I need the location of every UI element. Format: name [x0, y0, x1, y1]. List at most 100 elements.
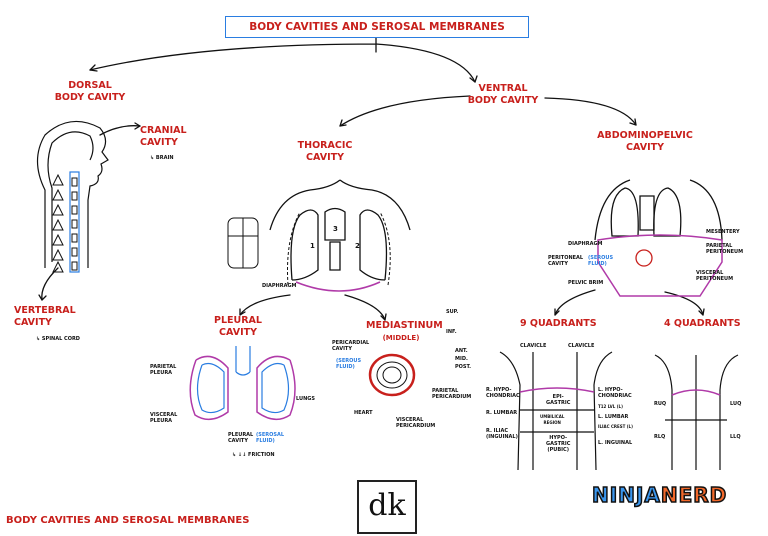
thoracic-num2: 2	[355, 242, 360, 250]
rlq-label: RLQ	[654, 434, 666, 440]
r-iliac: R. ILIAC (INGUINAL)	[486, 428, 518, 440]
pleural-line1: PLEURAL	[214, 315, 262, 326]
heart-label: HEART	[354, 410, 373, 416]
epigastric-line2: GASTRIC	[546, 400, 571, 406]
mesentery-label: MESENTERY	[706, 229, 740, 235]
dk-logo: dk	[357, 480, 417, 534]
visceral-pleura-line1: VISCERAL	[150, 412, 178, 418]
luq-label: LUQ	[730, 401, 742, 407]
quadrants9-heading: 9 QUADRANTS	[520, 318, 597, 329]
ninja-text: NINJA	[591, 482, 661, 508]
ninja-nerd-logo: NINJANERD	[591, 482, 728, 508]
parietal-pleura-line1: PARIETAL	[150, 364, 177, 370]
ventral-heading-line1: VENTRAL	[478, 83, 528, 94]
dorsal-heading: DORSAL BODY CAVITY	[40, 80, 140, 104]
r-iliac-line1: R. ILIAC	[486, 428, 509, 434]
parietal-peritoneum-line2: PERITONEUM	[706, 249, 744, 255]
pleural-line2: CAVITY	[219, 327, 257, 338]
pleural-fluid-line2: FLUID)	[256, 438, 275, 444]
mediastinum-post: POST.	[455, 364, 472, 370]
parietal-pericardium: PARIETAL PERICARDIUM	[432, 388, 471, 400]
parietal-peritoneum: PARIETAL PERITONEUM	[706, 243, 743, 255]
mediastinum-line1: MEDIASTINUM	[366, 320, 443, 331]
dorsal-heading-line1: DORSAL	[68, 80, 112, 91]
quadrants4-heading: 4 QUADRANTS	[664, 318, 741, 329]
pleural-fluid-label: (SEROSAL FLUID)	[256, 432, 284, 444]
visceral-pleura-line2: PLEURA	[150, 418, 173, 424]
r-hypo-line1: R. HYPO-	[486, 387, 512, 393]
pleural-fluid-line1: (SEROSAL	[256, 432, 285, 438]
hypogastric-line2: GASTRIC	[546, 441, 571, 447]
mediastinum-sup: SUP.	[446, 309, 459, 315]
l-hypo-line1: L. HYPO-	[598, 387, 623, 393]
cranial-sub: ↳ BRAIN	[150, 155, 174, 161]
cranial-line1: CRANIAL	[140, 125, 187, 136]
peritoneal-fluid: (SEROUS FLUID)	[588, 255, 613, 267]
r-hypochondriac: R. HYPO- CHONDRIAC	[486, 387, 520, 399]
mediastinum-heading: MEDIASTINUM (MIDDLE)	[366, 320, 443, 344]
r-lumbar: R. LUMBAR	[486, 410, 518, 416]
pleural-cavity-label: PLEURAL CAVITY	[228, 432, 253, 444]
clavicle-left: CLAVICLE	[520, 343, 547, 349]
abdominopelvic-heading: ABDOMINOPELVIC CAVITY	[595, 130, 695, 154]
hypogastric: HYPO- GASTRIC (PUBIC)	[546, 435, 570, 453]
lungs-label: LUNGS	[296, 396, 315, 402]
vertebral-sub: ↳ SPINAL CORD	[36, 336, 80, 342]
clavicle-right: CLAVICLE	[568, 343, 595, 349]
epigastric-line1: EPI-	[552, 394, 564, 400]
parietal-peritoneum-line1: PARIETAL	[706, 243, 733, 249]
pericardial-fluid-line1: (SEROUS	[336, 358, 362, 364]
parietal-pericardium-line1: PARIETAL	[432, 388, 459, 394]
l-hypo-line2: CHONDRIAC	[598, 393, 632, 399]
pleural-cavity-line2: CAVITY	[228, 438, 248, 444]
thoracic-line2: CAVITY	[306, 152, 344, 163]
pericardial-fluid-line2: FLUID)	[336, 364, 355, 370]
parietal-pleura-line2: PLEURA	[150, 370, 173, 376]
peritoneal-fluid-line1: (SEROUS	[588, 255, 614, 261]
vertebral-line1: VERTEBRAL	[14, 305, 76, 316]
l-lumbar: L. LUMBAR	[598, 414, 629, 420]
thoracic-num3: 3	[333, 225, 338, 233]
abdominopelvic-line1: ABDOMINOPELVIC	[597, 130, 693, 141]
hypogastric-line3: (PUBIC)	[547, 447, 569, 453]
dorsal-heading-line2: BODY CAVITY	[54, 92, 126, 103]
mediastinum-sub: (MIDDLE)	[382, 334, 420, 342]
thoracic-line1: THORACIC	[297, 140, 353, 151]
visceral-pericardium: VISCERAL PERICARDIUM	[396, 417, 435, 429]
parietal-pericardium-line2: PERICARDIUM	[432, 394, 472, 400]
visceral-peritoneum-line2: PERITONEUM	[696, 276, 734, 282]
mediastinum-ant: ANT.	[455, 348, 468, 354]
umbilical-line1: UMBILICAL	[540, 414, 565, 419]
pericardial-fluid-label: (SEROUS FLUID)	[336, 358, 361, 370]
r-hypo-line2: CHONDRIAC	[486, 393, 520, 399]
peritoneal-fluid-line2: FLUID)	[588, 261, 607, 267]
cranial-heading: CRANIAL CAVITY	[140, 125, 187, 149]
hypogastric-line1: HYPO-	[549, 435, 568, 441]
epigastric: EPI- GASTRIC	[546, 394, 570, 406]
vertebral-heading: VERTEBRAL CAVITY	[14, 305, 76, 329]
t12-label: T12 LVL (L)	[598, 404, 623, 409]
ventral-heading: VENTRAL BODY CAVITY	[448, 83, 558, 107]
cranial-line2: CAVITY	[140, 137, 178, 148]
pleural-cavity-line1: PLEURAL	[228, 432, 254, 438]
r-iliac-line2: (INGUINAL)	[486, 434, 518, 440]
peritoneal-line2: CAVITY	[548, 261, 568, 267]
peritoneal-line1: PERITONEAL	[548, 255, 584, 261]
pleural-heading: PLEURAL CAVITY	[208, 315, 268, 339]
thoracic-diaphragm: DIAPHRAGM	[262, 283, 297, 289]
abdominopelvic-line2: CAVITY	[626, 142, 664, 153]
nerd-text: NERD	[660, 482, 728, 508]
parietal-pleura: PARIETAL PLEURA	[150, 364, 176, 376]
umbilical: UMBILICAL REGION	[540, 414, 564, 426]
abd-diaphragm-label: DIAPHRAGM	[568, 241, 603, 247]
footer-title: BODY CAVITIES AND SEROSAL MEMBRANES	[6, 515, 250, 526]
l-hypochondriac: L. HYPO- CHONDRIAC	[598, 387, 632, 399]
pelvic-brim-label: PELVIC BRIM	[568, 280, 604, 286]
visceral-pericardium-line1: VISCERAL	[396, 417, 424, 423]
pericardial-line2: CAVITY	[332, 346, 352, 352]
pericardial-cavity-label: PERICARDIAL CAVITY	[332, 340, 369, 352]
ruq-label: RUQ	[654, 401, 667, 407]
llq-label: LLQ	[730, 434, 741, 440]
vertebral-line2: CAVITY	[14, 317, 52, 328]
thoracic-num1: 1	[310, 242, 315, 250]
